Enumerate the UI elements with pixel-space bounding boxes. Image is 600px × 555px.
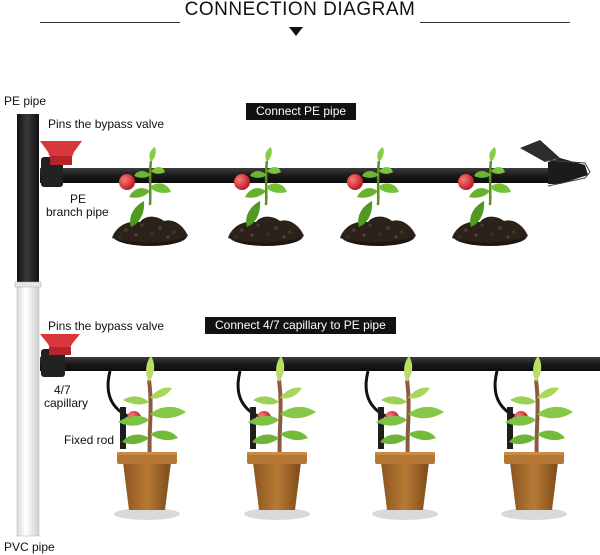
title-rule-right — [420, 22, 570, 23]
pe-pipe-label: PE pipe — [4, 94, 47, 108]
pot-1 — [106, 354, 188, 520]
bypass-valve-label-bottom: Pins the bypass valve — [48, 319, 165, 333]
pe-main-pipe — [40, 357, 600, 371]
pe-branch-label-line1: PE — [70, 192, 87, 206]
pvc-pipe-label: PVC pipe — [4, 540, 55, 554]
capillary-label-line1: 4/7 — [54, 383, 71, 397]
pot-3 — [364, 354, 446, 520]
connect-pe-pipe-banner: Connect PE pipe — [246, 103, 357, 120]
diagram-title: CONNECTION DIAGRAM — [184, 0, 416, 20]
fixed-rod-label: Fixed rod — [64, 433, 115, 447]
pot-4 — [493, 354, 575, 520]
pvc-pipe-vertical — [16, 283, 40, 537]
capillary-label-line2: capillary — [44, 396, 89, 410]
pe-branch-label-line2: branch pipe — [46, 205, 109, 219]
bottom-tee-connector — [41, 349, 65, 377]
pot-2 — [236, 354, 318, 520]
title-rule-left — [40, 22, 180, 23]
pe-end-plug — [548, 158, 588, 184]
connect-capillary-banner: Connect 4/7 capillary to PE pipe — [205, 317, 396, 334]
pe-branch-pipe — [40, 168, 555, 183]
pe-pipe-vertical — [17, 114, 39, 284]
bypass-valve-label-top: Pins the bypass valve — [48, 117, 165, 131]
down-arrow-icon — [289, 27, 303, 36]
